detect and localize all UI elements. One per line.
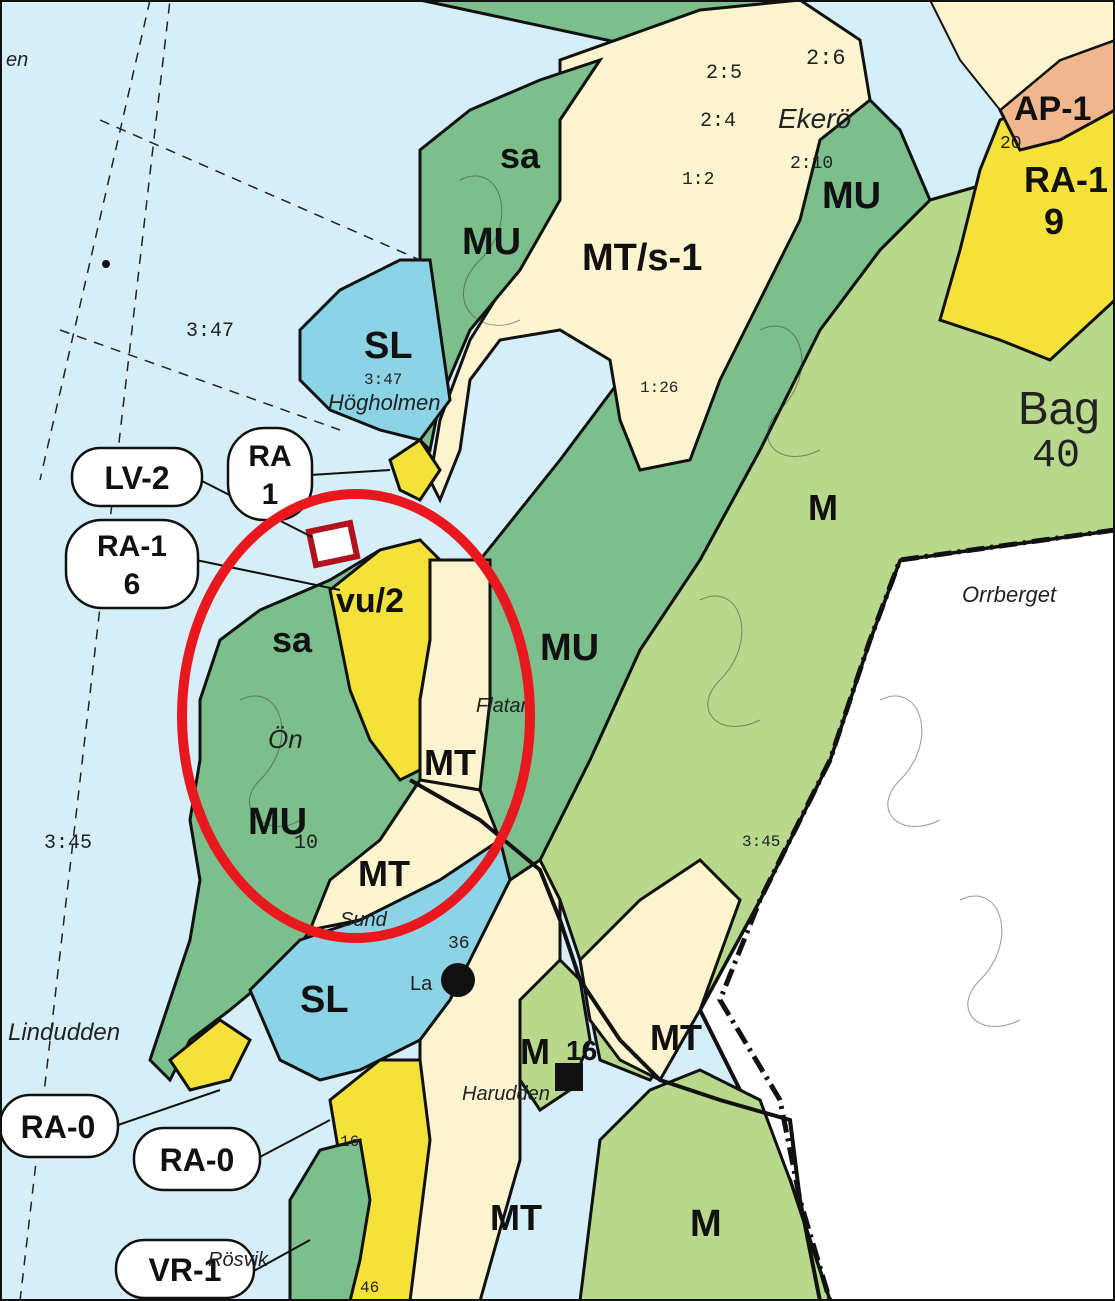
parcel-n46: 46 <box>360 1279 379 1297</box>
zone-mt-s1 <box>428 0 872 504</box>
place-hogholmen: Högholmen <box>328 390 441 415</box>
label-mt-s1: MT/s-1 <box>582 237 702 279</box>
label-mt-lower: MT <box>358 853 410 894</box>
label-m16-num: 16 <box>566 1035 597 1066</box>
parcel-p2: 2:5 <box>706 62 742 85</box>
parcel-p9: 3:45 <box>742 833 780 851</box>
place-on: Ön <box>268 724 303 754</box>
parcel-p1: 2:6 <box>806 46 846 71</box>
label-m-east: M <box>808 487 838 528</box>
parcel-p6: 3:47 <box>186 320 234 343</box>
label-sl-north: SL <box>364 325 413 367</box>
road-line <box>409 778 822 1301</box>
la-point-marker <box>441 963 475 997</box>
zone-top-strip <box>928 0 1115 112</box>
callout-ra16: RA-1 6 <box>64 518 341 610</box>
callout-lv2-text: LV-2 <box>104 460 169 496</box>
label-mu-center: MU <box>540 627 599 669</box>
callout-ra0-left: RA-0 <box>0 1089 221 1159</box>
parcel-n36: 36 <box>448 934 470 954</box>
label-sl-south: SL <box>300 979 349 1021</box>
parcel-p4: 1:2 <box>682 170 714 190</box>
contour-lines <box>239 175 1021 1027</box>
place-lindudden: Lindudden <box>8 1019 120 1046</box>
zone-vr-green <box>288 1138 372 1301</box>
callout-ra1-top: RA <box>248 440 291 473</box>
label-m-bottom: M <box>690 1203 722 1245</box>
municipal-border <box>717 527 1115 1301</box>
callout-ra0-left-text: RA-0 <box>21 1109 96 1145</box>
parcel-n16: 16 <box>340 1133 359 1151</box>
parcel-n10: 10 <box>294 832 318 855</box>
label-sa-south: sa <box>272 619 313 660</box>
place-bag: Bag <box>1018 382 1100 434</box>
place-flatan: Flatan <box>476 695 532 717</box>
place-west-edge: en <box>6 49 28 71</box>
label-sa-north: sa <box>500 135 541 176</box>
zone-mt-south-east <box>578 858 742 1082</box>
parcel-p10: 1:26 <box>640 379 678 397</box>
parcel-p5: 2:10 <box>790 154 833 174</box>
lv2-marker <box>305 519 361 569</box>
zone-ra1-small <box>388 437 442 502</box>
label-mu-north: MU <box>462 221 521 263</box>
zone-ra-lindudden <box>167 1018 252 1092</box>
place-ekero: Ekerö <box>778 103 851 134</box>
callout-vr1: VR-1 <box>114 1238 311 1300</box>
place-rosvik: Rösvik <box>208 1249 269 1271</box>
highlight-ring <box>177 489 535 943</box>
label-ap: AP-1 <box>1014 90 1091 128</box>
place-orrberget: Orrberget <box>962 582 1057 607</box>
place-sund: Sund <box>340 909 388 931</box>
callout-ra16-top: RA-1 <box>97 530 167 563</box>
building-marker <box>555 1063 583 1091</box>
label-mt-bottom: MT <box>490 1197 542 1238</box>
label-m16: M <box>520 1031 550 1072</box>
callout-vr1-text: VR-1 <box>149 1252 222 1288</box>
label-mu-ne: MU <box>822 175 881 217</box>
label-ra19-top: RA-1 <box>1024 159 1108 200</box>
callout-ra1-bottom: 1 <box>262 478 279 511</box>
label-mu-west: MU <box>248 801 307 843</box>
boundary-marker <box>102 260 110 268</box>
boundary-lines <box>19 0 421 1301</box>
label-mt-center: MT <box>424 742 476 783</box>
label-mt-south-east: MT <box>650 1017 702 1058</box>
zone-sl-north <box>298 258 452 442</box>
parcel-n20: 20 <box>1000 134 1022 154</box>
place-harudden: Harudden <box>462 1083 550 1105</box>
parcel-p7: 3:47 <box>364 371 402 389</box>
callout-lv2: LV-2 <box>70 446 313 538</box>
label-ra19-bottom: 9 <box>1044 201 1064 242</box>
parcel-p8: 3:45 <box>44 832 92 855</box>
callout-ra0-right-text: RA-0 <box>160 1142 235 1178</box>
parcel-n40: 40 <box>1032 434 1080 479</box>
label-vu2: vu/2 <box>336 582 404 620</box>
callout-ra0-right: RA-0 <box>132 1119 331 1192</box>
place-la: La <box>410 973 433 995</box>
callout-ra16-bottom: 6 <box>124 568 141 601</box>
parcel-p3: 2:4 <box>700 110 736 133</box>
